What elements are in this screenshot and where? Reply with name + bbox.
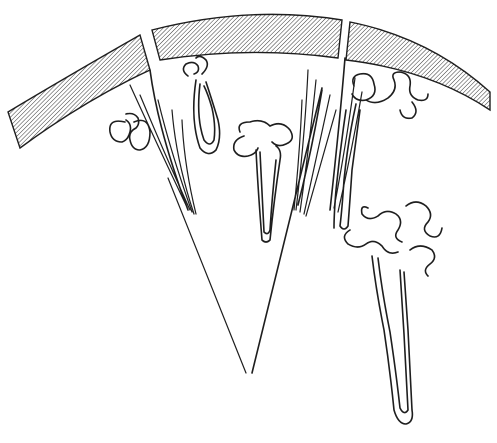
capsule-segment-middle <box>152 14 342 60</box>
capsule-segment-right <box>346 22 490 110</box>
vessel-bundle-left <box>130 70 196 214</box>
nephron-loop-1 <box>110 114 150 151</box>
wedge-lines <box>168 88 322 373</box>
nephron-loop-3 <box>234 121 293 242</box>
wedge-line-right <box>252 88 322 373</box>
capsule-segment-left <box>8 35 150 148</box>
nephron-loop-5 <box>344 202 442 424</box>
capsule-band <box>8 14 490 148</box>
nephron-loop-2 <box>183 56 219 153</box>
vessel-bundle-middle <box>294 70 336 216</box>
wedge-line-left <box>168 178 246 373</box>
nephron-loop-4 <box>334 72 428 229</box>
